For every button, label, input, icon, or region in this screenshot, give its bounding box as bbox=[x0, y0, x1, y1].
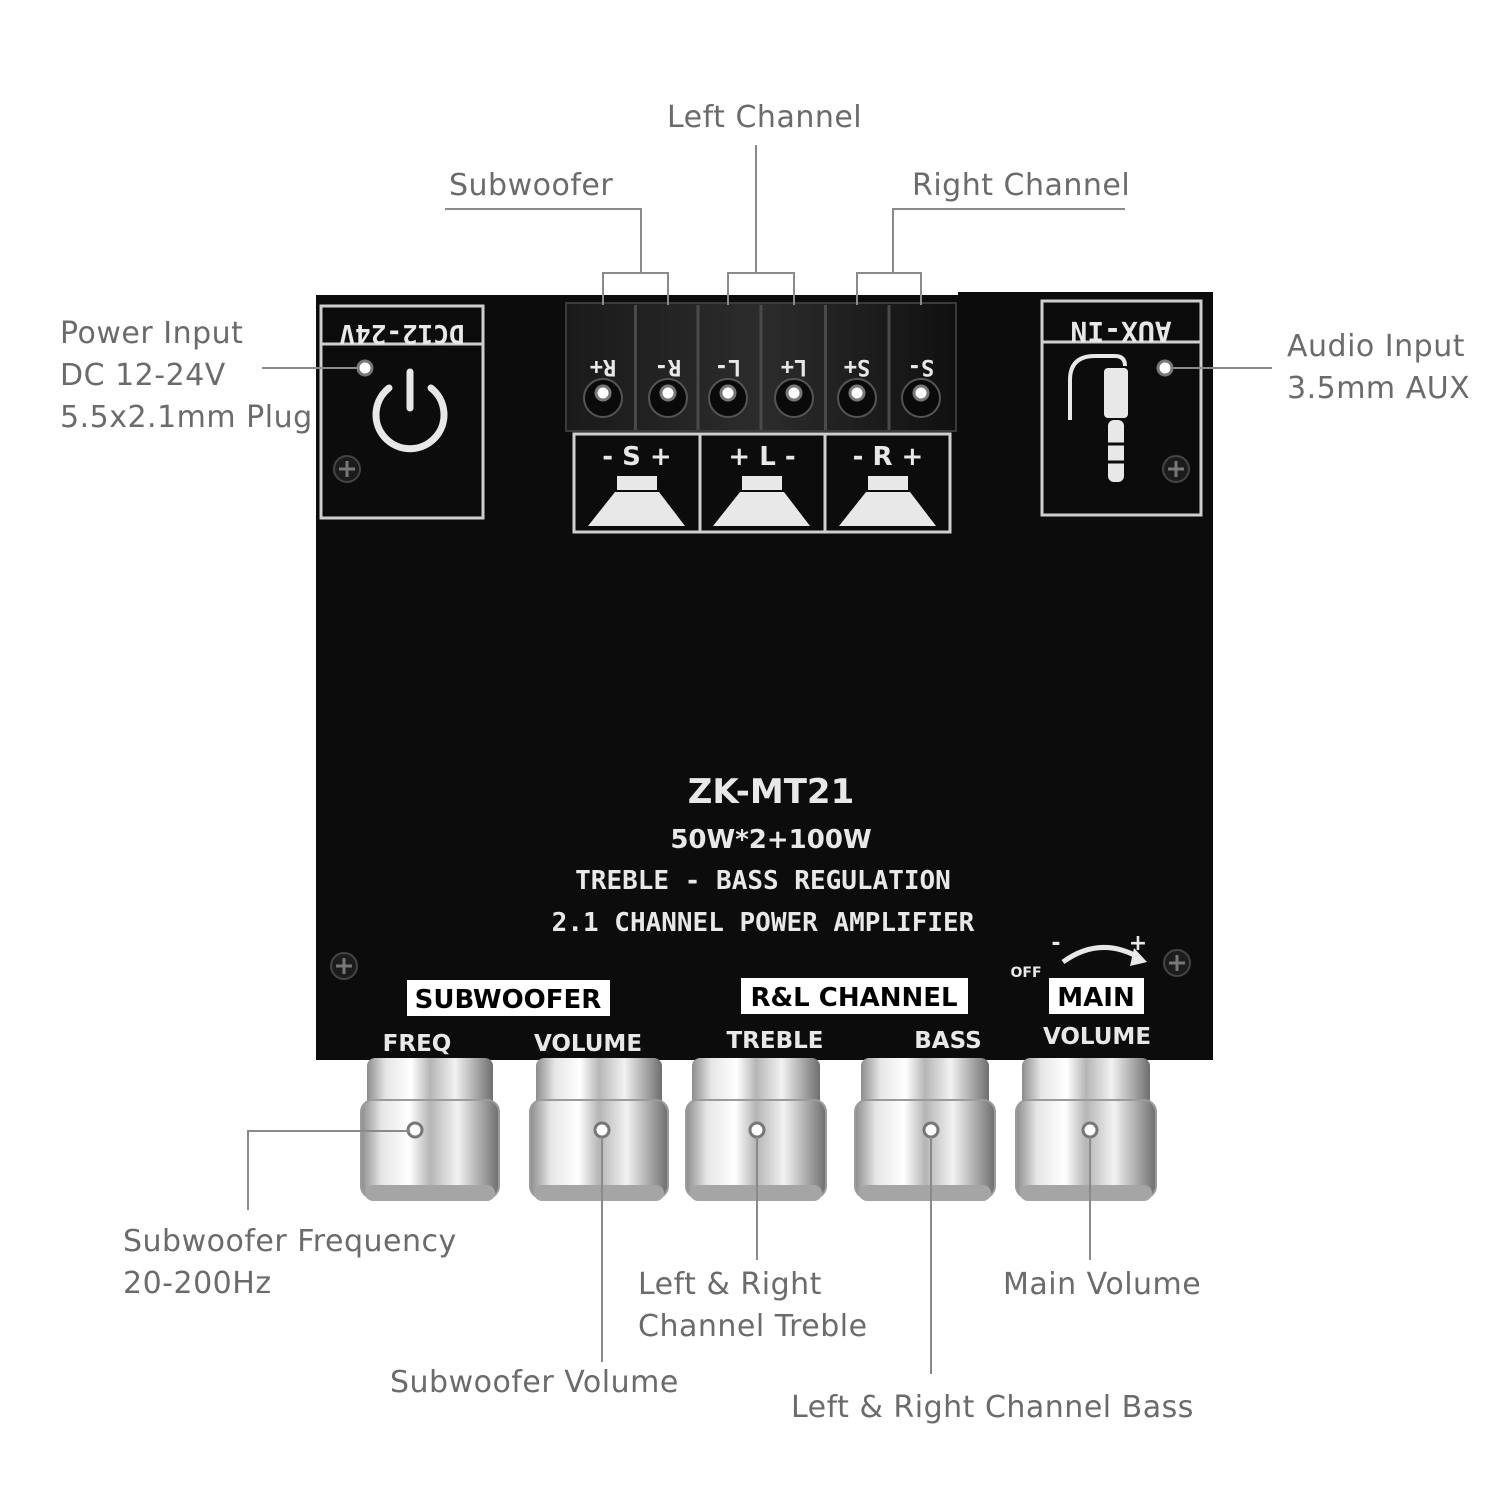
terminal-label: L+ bbox=[781, 354, 808, 379]
group-subwoofer-label: SUBWOOFER bbox=[415, 985, 602, 1015]
callout-sub-frequency: Subwoofer Frequency 20-200Hz bbox=[123, 1221, 457, 1305]
knob-icon bbox=[593, 1121, 611, 1139]
callout-line: Channel Treble bbox=[638, 1309, 868, 1344]
speaker-box-label: - S + bbox=[602, 442, 671, 472]
terminal-block: R+ R- L- L+ S+ S- bbox=[565, 302, 957, 432]
callout-line: Power Input bbox=[60, 316, 244, 351]
callout-line: Subwoofer Frequency bbox=[123, 1224, 457, 1259]
power-rating: 50W*2+100W bbox=[670, 825, 871, 855]
callout-lr-bass: Left & Right Channel Bass bbox=[791, 1387, 1194, 1429]
speaker-box-label: + L - bbox=[728, 442, 795, 472]
terminal-label: S- bbox=[908, 354, 935, 379]
terminal-label: L- bbox=[715, 354, 742, 379]
group-rl-channel-label: R&L CHANNEL bbox=[750, 983, 957, 1013]
speaker-output-boxes: - S + + L - - R + bbox=[572, 432, 952, 534]
callout-text: Left Channel bbox=[667, 100, 863, 135]
model-name: ZK-MT21 bbox=[688, 772, 855, 812]
aux-label: AUX-IN bbox=[1070, 315, 1171, 348]
knob-sub-frequency[interactable] bbox=[360, 1058, 500, 1201]
board-text: ZK-MT21 50W*2+100W TREBLE - BASS REGULAT… bbox=[552, 772, 975, 938]
knob-sub-volume[interactable] bbox=[529, 1058, 669, 1201]
terminal-label: R- bbox=[655, 354, 682, 379]
callout-power-input: Power Input DC 12-24V 5.5x2.1mm Plug bbox=[60, 313, 313, 439]
speaker-icon bbox=[713, 476, 810, 526]
control-labels: SUBWOOFER R&L CHANNEL MAIN FREQ VOLUME T… bbox=[330, 931, 1191, 1057]
terminal-screw-icon[interactable] bbox=[708, 378, 748, 418]
power-jack-dot bbox=[356, 359, 374, 377]
callout-line: 20-200Hz bbox=[123, 1266, 272, 1301]
callout-line: 3.5mm AUX bbox=[1287, 371, 1471, 406]
callout-line: 5.5x2.1mm Plug bbox=[60, 400, 313, 435]
screw-icon bbox=[1163, 949, 1191, 977]
callout-main-volume: Main Volume bbox=[1003, 1264, 1201, 1306]
knob-main-volume[interactable] bbox=[1015, 1058, 1157, 1201]
leader-lines bbox=[247, 145, 1272, 1374]
callout-text: Left & Right Channel Bass bbox=[791, 1390, 1194, 1425]
callout-text: Subwoofer Volume bbox=[390, 1365, 679, 1400]
terminal-screw-icon[interactable] bbox=[837, 378, 877, 418]
terminal-screw-icon[interactable] bbox=[583, 378, 623, 418]
terminal-label: R+ bbox=[590, 354, 617, 379]
knob-row bbox=[360, 1058, 1157, 1201]
screw-icon bbox=[1162, 455, 1190, 483]
knob-label-treble: TREBLE bbox=[726, 1028, 823, 1054]
volume-minus: - bbox=[1051, 931, 1060, 956]
knob-lr-bass[interactable] bbox=[854, 1058, 996, 1201]
callout-audio-input: Audio Input 3.5mm AUX bbox=[1287, 326, 1470, 410]
aux-input-box: AUX-IN bbox=[1040, 299, 1203, 517]
terminal-label: S+ bbox=[844, 354, 871, 379]
aux-jack-icon bbox=[1068, 354, 1128, 482]
knob-label-main-volume: VOLUME bbox=[1043, 1024, 1151, 1050]
group-main-label: MAIN bbox=[1057, 983, 1134, 1013]
off-label: OFF bbox=[1010, 965, 1041, 981]
knob-icon bbox=[406, 1121, 424, 1139]
speaker-box-label: - R + bbox=[853, 442, 924, 472]
knob-icon bbox=[1081, 1121, 1099, 1139]
callout-lr-treble: Left & Right Channel Treble bbox=[638, 1264, 868, 1348]
terminal-screw-icon[interactable] bbox=[774, 378, 814, 418]
volume-plus: + bbox=[1129, 931, 1147, 956]
callout-line: DC 12-24V bbox=[60, 358, 226, 393]
callout-subwoofer: Subwoofer bbox=[449, 165, 613, 207]
screw-icon bbox=[330, 952, 358, 980]
callout-line: Audio Input bbox=[1287, 329, 1465, 364]
terminal-screw-icon[interactable] bbox=[648, 378, 688, 418]
speaker-icon bbox=[588, 476, 685, 526]
amplifier-line: 2.1 CHANNEL POWER AMPLIFIER bbox=[552, 908, 975, 938]
screw-icon bbox=[333, 455, 361, 483]
speaker-icon bbox=[839, 476, 936, 526]
power-label: DC12-24V bbox=[339, 318, 464, 348]
knob-label-sub-volume: VOLUME bbox=[534, 1031, 642, 1057]
knob-icon bbox=[922, 1121, 940, 1139]
knob-label-freq: FREQ bbox=[383, 1031, 452, 1057]
regulation-line: TREBLE - BASS REGULATION bbox=[575, 866, 951, 896]
callout-sub-volume: Subwoofer Volume bbox=[390, 1362, 679, 1404]
power-icon bbox=[372, 368, 448, 453]
callout-text: Right Channel bbox=[912, 168, 1131, 203]
knob-icon bbox=[748, 1121, 766, 1139]
callout-text: Subwoofer bbox=[449, 168, 614, 203]
callout-left-channel: Left Channel bbox=[667, 97, 862, 139]
volume-arc-icon bbox=[1061, 945, 1147, 966]
terminal-screw-icon[interactable] bbox=[901, 378, 941, 418]
power-input-box: DC12-24V bbox=[319, 304, 485, 520]
knob-label-bass: BASS bbox=[914, 1028, 981, 1054]
callout-text: Main Volume bbox=[1003, 1267, 1202, 1302]
callout-right-channel: Right Channel bbox=[912, 165, 1130, 207]
aux-jack-dot bbox=[1156, 359, 1174, 377]
callout-line: Left & Right bbox=[638, 1267, 822, 1302]
